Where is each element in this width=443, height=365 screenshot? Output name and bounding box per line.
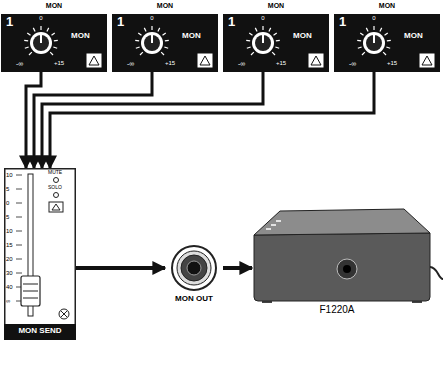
label-text: 5 (6, 214, 9, 220)
monitor-knob-panel: MON10-∞+15MON (223, 14, 329, 72)
label-text: F1220A (287, 305, 387, 315)
label-text: -∞ (16, 60, 23, 67)
label-text: MON SEND (4, 327, 76, 335)
label-text: 0 (257, 15, 269, 21)
label-text: 0 (368, 15, 380, 21)
label-text: 0 (6, 200, 9, 206)
label-text: 40 (6, 284, 13, 290)
label-text: -∞ (349, 60, 356, 67)
label-text: 30 (6, 270, 13, 276)
label-text: +15 (276, 60, 286, 66)
channel-strip: 10 5 0 5 10 15 20 30 40 ∞ MUTE SOLO MON SEND (4, 168, 76, 340)
label-text: 1 (6, 15, 13, 28)
label-text: 10 (6, 228, 13, 234)
label-text: MON (1, 2, 107, 9)
label-text: MON (71, 32, 90, 40)
label-text: MON (293, 32, 312, 40)
signal-arrow (34, 72, 152, 168)
label-text: 0 (35, 15, 47, 21)
label-text: +15 (165, 60, 175, 66)
label-text: 1 (228, 15, 235, 28)
label-text: MON (223, 2, 329, 9)
label-text: -∞ (127, 60, 134, 67)
label-text: +15 (54, 60, 64, 66)
fader-drawing (4, 168, 76, 340)
label-text: MON OUT (165, 295, 223, 303)
label-text: ∞ (6, 298, 10, 304)
monitor-knob-panel: MON10-∞+15MON (334, 14, 440, 72)
label-text: MON (334, 2, 440, 9)
label-text: +15 (387, 60, 397, 66)
output-jack: MON OUT (165, 244, 223, 310)
label-text: 15 (6, 242, 13, 248)
signal-arrow (223, 266, 252, 270)
monitor-speaker: F1220A (252, 205, 443, 320)
label-text: -∞ (238, 60, 245, 67)
signal-arrow (42, 72, 263, 168)
label-text: 20 (6, 256, 13, 262)
signal-arrow (76, 266, 165, 270)
label-text: MON (182, 32, 201, 40)
label-text: 10 (6, 172, 13, 178)
monitor-knob-panel: MON10-∞+15MON (1, 14, 107, 72)
signal-arrow (50, 72, 374, 168)
label-text: 1 (339, 15, 346, 28)
label-text: 5 (6, 186, 9, 192)
label-text: 1 (117, 15, 124, 28)
label-text: MUTE (48, 170, 62, 175)
label-text: SOLO (48, 185, 62, 190)
speaker-drawing (252, 205, 443, 320)
monitor-knob-panel: MON10-∞+15MON (112, 14, 218, 72)
label-text: MON (112, 2, 218, 9)
label-text: MON (404, 32, 423, 40)
label-text: 0 (146, 15, 158, 21)
